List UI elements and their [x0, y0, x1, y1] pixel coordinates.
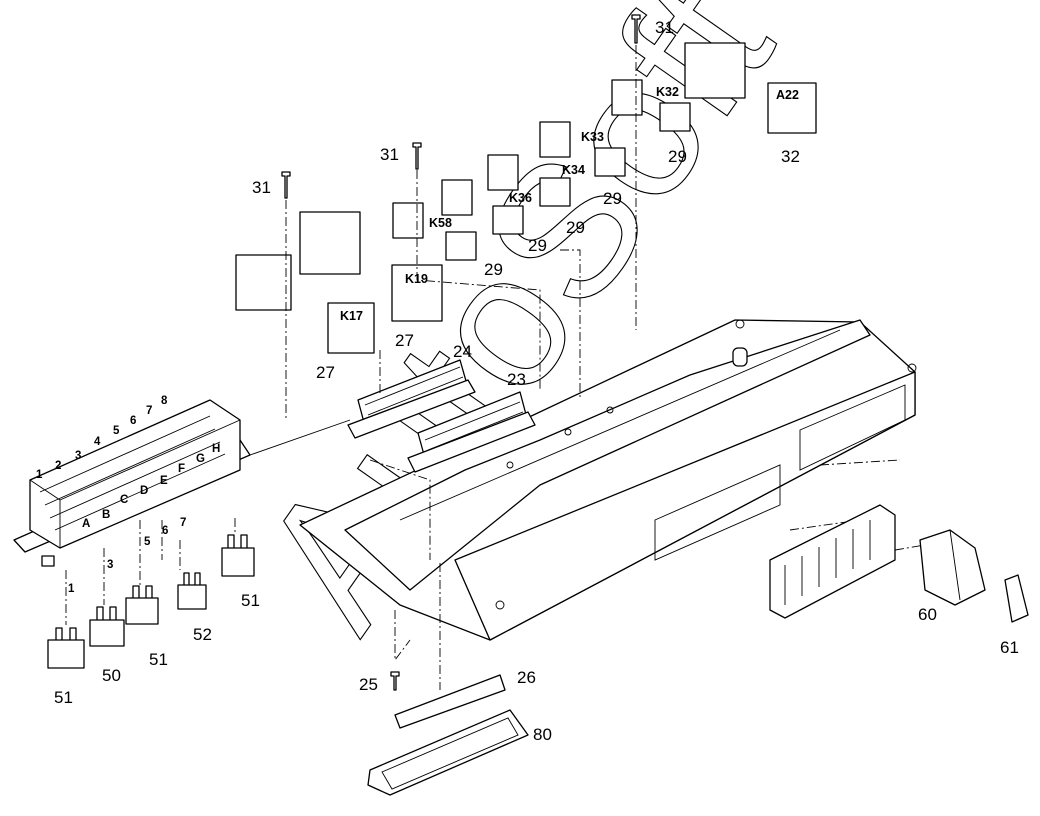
svg-text:K17: K17 [340, 309, 363, 323]
svg-text:29: 29 [566, 218, 585, 237]
fuse-row-labels: A B C D E F G H [82, 443, 220, 530]
svg-text:4: 4 [94, 436, 101, 448]
svg-text:61: 61 [1000, 638, 1019, 657]
rocker-switch [919, 529, 986, 606]
svg-text:23: 23 [507, 370, 526, 389]
svg-text:7: 7 [180, 517, 186, 529]
svg-text:8: 8 [161, 395, 168, 407]
cover [367, 709, 529, 796]
fuses [47, 534, 255, 669]
svg-text:24: 24 [453, 342, 472, 361]
relay-k17: K17 [327, 302, 375, 354]
svg-text:80: 80 [533, 725, 552, 744]
svg-text:F: F [178, 463, 185, 475]
svg-text:6: 6 [162, 525, 168, 537]
svg-text:K58: K58 [429, 216, 452, 230]
svg-text:27: 27 [316, 363, 335, 382]
svg-text:K19: K19 [405, 272, 428, 286]
switch-cap [1004, 574, 1029, 623]
svg-text:E: E [160, 475, 168, 487]
svg-text:29: 29 [603, 189, 622, 208]
svg-text:1: 1 [36, 469, 43, 481]
svg-text:27: 27 [395, 331, 414, 350]
svg-text:51: 51 [241, 591, 260, 610]
svg-text:31: 31 [655, 18, 674, 37]
svg-text:A22: A22 [776, 88, 799, 102]
fuse-block [13, 399, 351, 567]
svg-text:31: 31 [252, 178, 271, 197]
svg-text:29: 29 [484, 260, 503, 279]
svg-text:2: 2 [55, 460, 61, 472]
relay-brackets [235, 42, 746, 311]
callout-labels: 31 31 31 32 29 29 29 29 29 27 27 24 23 2… [54, 18, 1019, 744]
svg-text:3: 3 [107, 559, 113, 571]
svg-text:C: C [120, 494, 128, 506]
svg-text:A: A [82, 518, 90, 530]
svg-text:51: 51 [54, 688, 73, 707]
svg-text:31: 31 [380, 145, 399, 164]
svg-text:7: 7 [146, 405, 152, 417]
svg-text:H: H [212, 443, 220, 455]
svg-text:26: 26 [517, 668, 536, 687]
svg-text:6: 6 [130, 415, 136, 427]
relay-a22: A22 [767, 82, 817, 134]
svg-text:1: 1 [68, 583, 75, 595]
relay-k34: K34 [539, 163, 585, 207]
switch-panel [769, 504, 896, 619]
main-housing [299, 319, 917, 641]
screws [281, 14, 641, 691]
svg-text:3: 3 [75, 450, 81, 462]
relay-k33: K33 [581, 130, 626, 177]
svg-text:G: G [196, 453, 205, 465]
relay-k32: K32 [656, 85, 691, 132]
svg-text:K34: K34 [562, 163, 585, 177]
fuse-column-labels: 1 2 3 4 5 6 7 8 [36, 395, 168, 481]
svg-text:32: 32 [781, 147, 800, 166]
relay-socket-23 [407, 391, 536, 473]
svg-text:K32: K32 [656, 85, 679, 99]
svg-text:B: B [102, 509, 110, 521]
svg-text:K36: K36 [509, 191, 532, 205]
label-strip [394, 674, 506, 729]
svg-text:K33: K33 [581, 130, 604, 144]
svg-text:D: D [140, 485, 148, 497]
svg-text:29: 29 [668, 147, 687, 166]
svg-text:60: 60 [918, 605, 937, 624]
relay-k58: K58 [429, 216, 477, 261]
svg-text:29: 29 [528, 236, 547, 255]
svg-text:5: 5 [113, 425, 120, 437]
svg-text:5: 5 [144, 536, 151, 548]
relay-socket-24 [347, 359, 476, 439]
svg-text:25: 25 [359, 675, 378, 694]
svg-text:51: 51 [149, 650, 168, 669]
svg-text:52: 52 [193, 625, 212, 644]
svg-text:50: 50 [102, 666, 121, 685]
fuse-callouts: 1 3 5 6 7 [68, 517, 186, 595]
relay-k36: K36 [492, 191, 532, 235]
